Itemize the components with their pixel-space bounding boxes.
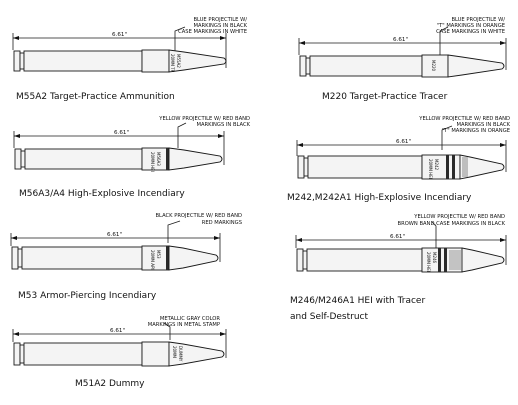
round-m53-marking-2: M53 (156, 250, 161, 259)
round-m51a2-leader (163, 322, 171, 340)
round-m51a2-length: 6.61" (110, 328, 125, 334)
round-m220-dimension (298, 38, 507, 70)
round-m242-note-3: "T" MARKINGS IN ORANGE (442, 128, 510, 134)
round-m55a2-leader (174, 26, 186, 58)
round-m55a2-note-1: BLUE PROJECTILE W/ (193, 17, 247, 23)
round-m220-caption: M220 Target-Practice Tracer (322, 92, 448, 102)
round-m56a3-caption: M56A3/A4 High-Explosive Incendiary (19, 189, 185, 199)
round-m242-length: 6.61" (396, 139, 411, 145)
round-m220-length: 6.61" (393, 37, 408, 43)
round-m51a2-marking-2: DUMMY (178, 346, 183, 362)
round-m55a2-marking-1: 20MM TP (170, 54, 175, 73)
round-m55a2-note-2: MARKINGS IN BLACK (193, 23, 247, 29)
round-m51a2: METALLIC GRAY COLOR MARKINGS IN METAL ST… (12, 316, 227, 389)
round-m242-marking-2: M242 (434, 159, 439, 171)
round-m51a2-shape (13, 341, 225, 367)
round-m220-note-1: BLUE PROJECTILE W/ (451, 17, 505, 23)
round-m242-marking-1: 20MM HEI (428, 159, 433, 179)
round-m55a2: BLUE PROJECTILE W/ MARKINGS IN BLACK CAS… (12, 17, 248, 102)
round-m55a2-shape (13, 49, 227, 73)
round-m246-length: 6.61" (390, 234, 405, 240)
round-m246-dimension (295, 235, 507, 265)
round-m56a3: YELLOW PROJECTILE W/ RED BAND MARKINGS I… (13, 116, 251, 199)
round-m51a2-dimension (12, 329, 227, 358)
round-m220-leader (439, 26, 449, 56)
round-m246-caption-line-2: and Self-Destruct (290, 312, 369, 322)
round-m53-shape (11, 245, 219, 271)
round-m246-marking-1: 20MM HEI (426, 252, 431, 272)
round-m220-note-3: CASE MARKINGS IN WHITE (436, 29, 505, 35)
round-m242-leader (441, 125, 453, 150)
round-m220-note-2: "T" MARKINGS IN ORANGE (437, 23, 505, 29)
round-m51a2-caption: M51A2 Dummy (75, 379, 145, 389)
round-m246-note-2: BROWN BAND,CASE MARKINGS IN BLACK (398, 221, 506, 227)
round-m246-shape (296, 247, 505, 273)
round-m56a3-marking-2: M56A3 (156, 152, 161, 166)
round-m53-leader (167, 220, 181, 243)
round-m220: BLUE PROJECTILE W/ "T" MARKINGS IN ORANG… (298, 17, 507, 102)
round-m242-shape (297, 154, 505, 180)
round-m53-note-1: BLACK PROJECTILE W/ RED BAND (156, 213, 243, 219)
round-m53-length: 6.61" (107, 232, 122, 238)
round-m53-dimension (10, 233, 221, 262)
round-m55a2-caption: M55A2 Target-Practice Ammunition (16, 92, 175, 102)
round-m242: YELLOW PROJECTILE W/ RED BAND MARKINGS I… (287, 116, 511, 203)
round-m53: BLACK PROJECTILE W/ RED BAND RED MARKING… (10, 213, 243, 301)
round-m246-leader (431, 221, 437, 248)
round-m56a3-length: 6.61" (114, 130, 129, 136)
round-m55a2-note-3: CASE MARKINGS IN WHITE (178, 29, 247, 35)
round-m246-note-1: YELLOW PROJECTILE W/ RED BAND (413, 214, 505, 220)
round-m242-note-2: MARKINGS IN BLACK (456, 122, 510, 128)
round-m242-caption: M242,M242A1 High-Explosive Incendiary (287, 193, 472, 203)
round-m246: YELLOW PROJECTILE W/ RED BAND BROWN BAND… (290, 214, 507, 322)
round-m246-marking-2: M246 (432, 252, 437, 264)
round-m56a3-dimension (13, 131, 225, 165)
round-m242-dimension (296, 140, 507, 172)
round-m56a3-note-1: YELLOW PROJECTILE W/ RED BAND (158, 116, 250, 122)
round-m56a3-note-2: MARKINGS IN BLACK (196, 122, 250, 128)
round-m56a3-shape (14, 147, 223, 171)
round-m55a2-marking-2: M55A2 (176, 54, 181, 68)
round-m242-note-1: YELLOW PROJECTILE W/ RED BAND (418, 116, 510, 122)
round-m220-shape (299, 54, 505, 78)
round-m220-marking-1: M220 (431, 60, 436, 72)
round-m56a3-leader (177, 122, 187, 148)
round-m51a2-marking-1: 20MM (172, 346, 177, 359)
round-m53-caption: M53 Armor-Piercing Incendiary (18, 291, 157, 301)
round-m56a3-marking-1: 20MM HEI (150, 152, 155, 172)
round-m53-marking-1: 20MM API (150, 250, 155, 270)
round-m51a2-note-1: METALLIC GRAY COLOR (160, 316, 221, 322)
round-m55a2-length: 6.61" (112, 32, 127, 38)
round-m53-note-2: RED MARKINGS (202, 220, 242, 226)
round-m51a2-note-2: MARKINGS IN METAL STAMP (148, 322, 220, 328)
round-m246-caption-line-1: M246/M246A1 HEI with Tracer (290, 296, 425, 306)
